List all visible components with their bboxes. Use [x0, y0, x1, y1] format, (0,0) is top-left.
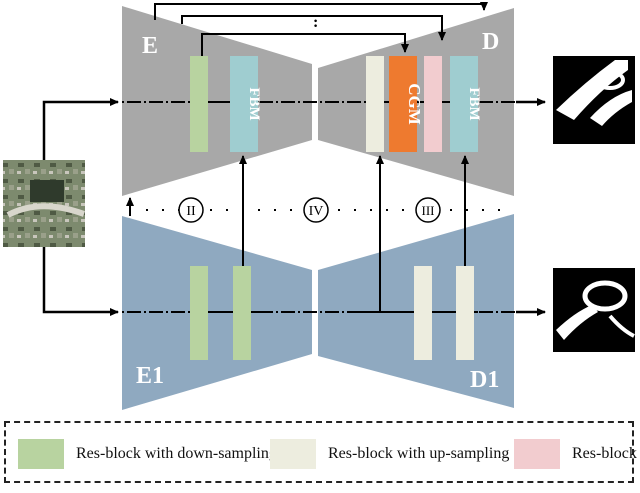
label-d: D	[482, 29, 499, 55]
input-arrow-bottom	[42, 247, 119, 316]
input-building	[30, 180, 64, 202]
legend-swatch-up	[270, 439, 316, 469]
output-map-top-shape-2	[590, 90, 632, 126]
legend-label-res: Res-block	[572, 445, 637, 462]
res-block-d	[424, 56, 442, 152]
label-d1: D1	[470, 367, 499, 393]
label-e: E	[142, 33, 158, 59]
legend-swatch-res	[514, 439, 560, 469]
input-road	[6, 203, 86, 218]
res-block-up-d	[366, 56, 384, 152]
output-map-bottom-ring	[582, 280, 628, 312]
input-arrow-top	[42, 98, 119, 160]
res-block-up-d1-a	[414, 266, 432, 360]
label-e1: E1	[136, 363, 164, 389]
skip-line-inner	[181, 15, 446, 41]
output-map-bottom-road	[608, 314, 635, 338]
output-map-top-shape-1	[556, 60, 628, 120]
skip-line-cgm	[201, 33, 409, 56]
res-block-up-d1-b	[456, 266, 474, 360]
legend-item-up: Res-block with up-sampling	[270, 439, 509, 469]
output-map-top-ring	[595, 70, 625, 90]
legend-swatch-down	[18, 439, 64, 469]
res-block-down-e1-b	[233, 266, 251, 360]
skip-line-outer	[154, 2, 488, 20]
marker-iii-circle	[415, 197, 441, 223]
legend-item-down: Res-block with down-sampling	[18, 439, 277, 469]
legend-item-res: Res-block	[514, 439, 637, 469]
marker-ii-circle	[178, 197, 204, 223]
marker-iv-circle	[303, 197, 329, 223]
marker-iii: III	[422, 203, 435, 218]
output-map-bottom-shape	[556, 305, 598, 340]
cgm-block	[389, 56, 417, 152]
marker-ii: II	[186, 204, 196, 219]
skip-vertical-dots: :	[313, 14, 318, 31]
cgm-label: CGM	[405, 83, 424, 125]
res-block-down-e1-a	[190, 266, 208, 360]
legend-label-down: Res-block with down-sampling	[76, 445, 277, 462]
fbm-block-d	[450, 56, 478, 152]
legend-label-up: Res-block with up-sampling	[328, 445, 510, 462]
fbm-block-e	[230, 56, 258, 152]
fbm-label-e: FBM	[246, 87, 262, 120]
legend-box: Res-block with down-sampling Res-block w…	[4, 421, 637, 483]
res-block-down-e	[190, 56, 208, 152]
marker-iv: IV	[309, 204, 324, 219]
fbm-label-d: FBM	[466, 87, 482, 120]
